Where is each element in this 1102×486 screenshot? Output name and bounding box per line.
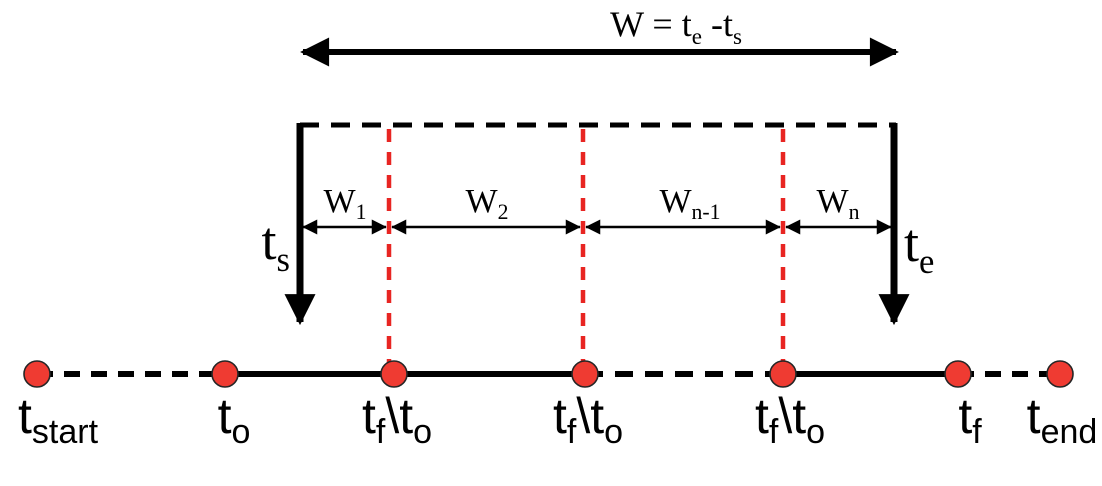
window-start-label: ts bbox=[262, 211, 290, 279]
subwindow-label-w1: W1 bbox=[324, 183, 367, 224]
subwindow-label-wn: Wn bbox=[817, 183, 860, 224]
subwindow-label-wn-1: Wn-1 bbox=[659, 183, 720, 224]
event-dot-tend bbox=[1046, 360, 1074, 388]
event-dot-tfto-3 bbox=[769, 360, 797, 388]
event-label-tstart: tstart bbox=[18, 388, 99, 451]
event-label-to: to bbox=[218, 388, 251, 451]
event-label-tfto-3: tf\to bbox=[755, 388, 825, 451]
event-dot-tf bbox=[944, 360, 972, 388]
event-label-tfto-1: tf\to bbox=[362, 388, 432, 451]
event-dot-to bbox=[211, 360, 239, 388]
event-dot-tfto-1 bbox=[380, 360, 408, 388]
window-end-label: te bbox=[904, 213, 934, 281]
event-label-tend: tend bbox=[1027, 388, 1098, 451]
window-formula-label: W = te -ts bbox=[610, 4, 742, 49]
event-label-tfto-2: tf\to bbox=[553, 388, 623, 451]
subwindow-label-w2: W2 bbox=[466, 183, 509, 224]
event-dot-tstart bbox=[23, 360, 51, 388]
event-label-tf: tf bbox=[958, 388, 982, 451]
event-dot-tfto-2 bbox=[571, 360, 599, 388]
